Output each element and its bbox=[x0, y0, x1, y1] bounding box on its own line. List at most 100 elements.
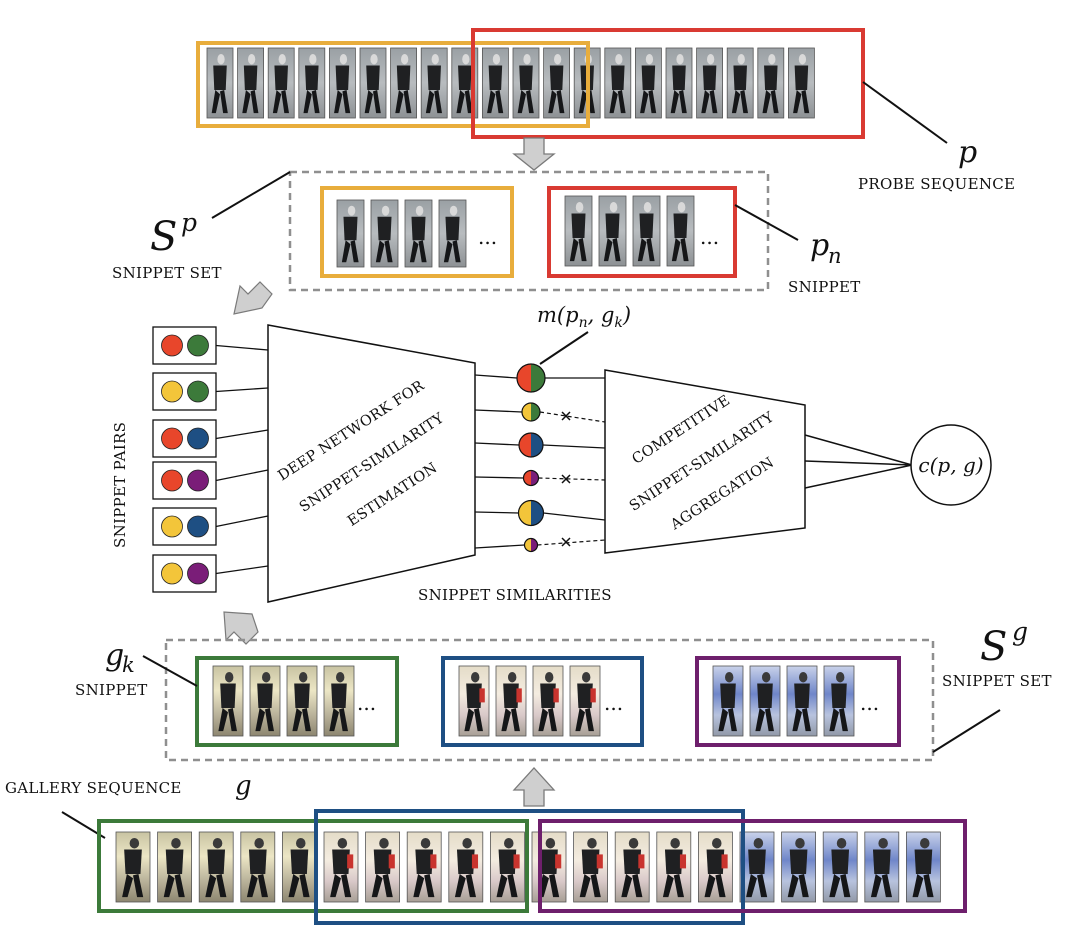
gallery-frame bbox=[656, 831, 692, 903]
output-node bbox=[910, 424, 992, 506]
sp-caption: SNIPPET SET bbox=[112, 264, 222, 282]
gallery-symbol: g bbox=[235, 771, 252, 801]
similarity-dot bbox=[516, 363, 546, 393]
gallery-frame bbox=[198, 831, 234, 903]
gallery-snippet-box-blue bbox=[314, 809, 745, 925]
probe-frame bbox=[512, 47, 540, 119]
probe-frame bbox=[206, 47, 234, 119]
gallery-frame bbox=[781, 831, 816, 903]
snippet-pair bbox=[152, 461, 217, 500]
probe-snippet-frame bbox=[438, 199, 467, 268]
probe-snippet-set-box bbox=[288, 170, 770, 292]
similarity-link-suppressed bbox=[538, 477, 606, 481]
probe-frame bbox=[696, 47, 723, 119]
similarity-dot bbox=[518, 432, 544, 458]
gallery-caption: GALLERY SEQUENCE bbox=[5, 779, 182, 797]
probe-down-arrow bbox=[512, 137, 556, 171]
ellipsis-blue: ... bbox=[604, 691, 623, 715]
probe-snippet-frame bbox=[564, 195, 593, 267]
probe-frame bbox=[328, 47, 356, 119]
similarity-dot bbox=[521, 402, 541, 422]
snippet-pair bbox=[152, 326, 217, 365]
ellipsis-purple: ... bbox=[860, 691, 879, 715]
gallery-frame bbox=[406, 831, 442, 903]
sg-superscript: g bbox=[1012, 617, 1028, 646]
output-label: c(p, g) bbox=[918, 453, 983, 477]
sg-leader-line bbox=[932, 709, 1001, 753]
pair-dot-gallery bbox=[187, 334, 209, 357]
gallery-frame bbox=[739, 831, 775, 903]
probe-frame bbox=[635, 47, 662, 119]
snippet-pairs: SNIPPET PAIRS bbox=[111, 326, 217, 593]
deep-network-block: DEEP NETWORK FOR SNIPPET-SIMILARITY ESTI… bbox=[267, 324, 476, 603]
gallery-frame bbox=[240, 831, 276, 903]
probe-snippet-frame bbox=[666, 195, 695, 267]
gallery-snippet-box-purple bbox=[538, 819, 967, 913]
suppress-x-icon bbox=[561, 411, 571, 421]
aggregation-block: COMPETITIVE SNIPPET-SIMILARITY AGGREGATI… bbox=[604, 369, 806, 554]
probe-snippet-box-red bbox=[471, 28, 865, 139]
pair-dot-probe bbox=[161, 334, 183, 357]
snippet-pair bbox=[152, 507, 217, 546]
gallery-frame bbox=[281, 831, 317, 903]
ellipsis-orange: ... bbox=[478, 225, 497, 249]
probe-sequence: p PROBE SEQUENCE bbox=[196, 28, 1015, 193]
pn-symbol: p bbox=[810, 228, 829, 263]
pair-dot-probe bbox=[161, 515, 183, 538]
gallery-snippet-frame-blue bbox=[532, 665, 564, 737]
probe-symbol: p bbox=[958, 135, 977, 170]
pair-dot-gallery bbox=[187, 427, 209, 450]
similarity-dot bbox=[523, 537, 539, 553]
gallery-snippet-frame-purple bbox=[823, 665, 855, 737]
gallery-frame bbox=[614, 831, 650, 903]
probe-snippet-box-orange bbox=[196, 41, 590, 128]
gallery-snippet-set: ... ... ... S g SNIPPET SET g k SNIPPET bbox=[75, 617, 1051, 762]
snippet-purple bbox=[695, 656, 901, 747]
snippet-pairs-label: SNIPPET PAIRS bbox=[111, 422, 129, 548]
ellipsis-green: ... bbox=[357, 691, 376, 715]
pair-dot-gallery bbox=[187, 469, 209, 492]
sg-symbol: S bbox=[980, 624, 1007, 670]
gallery-snippet-frame-purple bbox=[749, 665, 781, 737]
pair-dot-gallery bbox=[187, 380, 209, 403]
gallery-snippet-frame-blue bbox=[569, 665, 601, 737]
gallery-snippet-box-green bbox=[97, 819, 529, 913]
snippet-pair bbox=[152, 554, 217, 593]
pair-dot-probe bbox=[161, 469, 183, 492]
pair-dot-gallery bbox=[187, 562, 209, 585]
pn-caption: SNIPPET bbox=[788, 278, 861, 296]
gallery-frame bbox=[864, 831, 900, 903]
snippet-red bbox=[547, 186, 737, 278]
gallery-frame bbox=[323, 831, 359, 903]
gallery-frame bbox=[698, 831, 733, 903]
m-label: m(pn, gk) bbox=[537, 303, 631, 331]
probe-frame bbox=[788, 47, 815, 119]
probe-caption: PROBE SEQUENCE bbox=[858, 175, 1015, 193]
probe-snippet-frame bbox=[632, 195, 661, 267]
snippet-similarities-label: SNIPPET SIMILARITIES bbox=[418, 586, 612, 604]
pn-leader-line bbox=[734, 204, 799, 241]
snippet-pair bbox=[152, 372, 217, 411]
ellipsis-red: ... bbox=[700, 225, 719, 249]
probe-frame bbox=[420, 47, 448, 119]
snippet-blue bbox=[441, 656, 644, 747]
probe-frame bbox=[543, 47, 570, 119]
probe-snippet-frame bbox=[404, 199, 433, 268]
probe-frame bbox=[481, 47, 509, 119]
probe-frame bbox=[390, 47, 418, 119]
snippet-pair bbox=[152, 419, 217, 458]
gallery-up-arrow bbox=[512, 767, 556, 807]
gallery-snippet-frame-green bbox=[249, 665, 281, 737]
gallery-snippet-frame-green bbox=[212, 665, 244, 737]
gallery-snippet-frame-purple bbox=[712, 665, 744, 737]
gallery-frame bbox=[531, 831, 567, 903]
pair-to-network-lines bbox=[215, 344, 269, 575]
sp-superscript: p bbox=[181, 208, 197, 237]
deep-network-trapezoid bbox=[267, 324, 476, 603]
probe-frame bbox=[757, 47, 785, 119]
probe-frame bbox=[237, 47, 265, 119]
similarity-dot bbox=[522, 469, 540, 487]
pn-subscript: n bbox=[828, 244, 842, 268]
pairs-arrow-top bbox=[233, 281, 273, 315]
gallery-frame bbox=[157, 831, 193, 903]
